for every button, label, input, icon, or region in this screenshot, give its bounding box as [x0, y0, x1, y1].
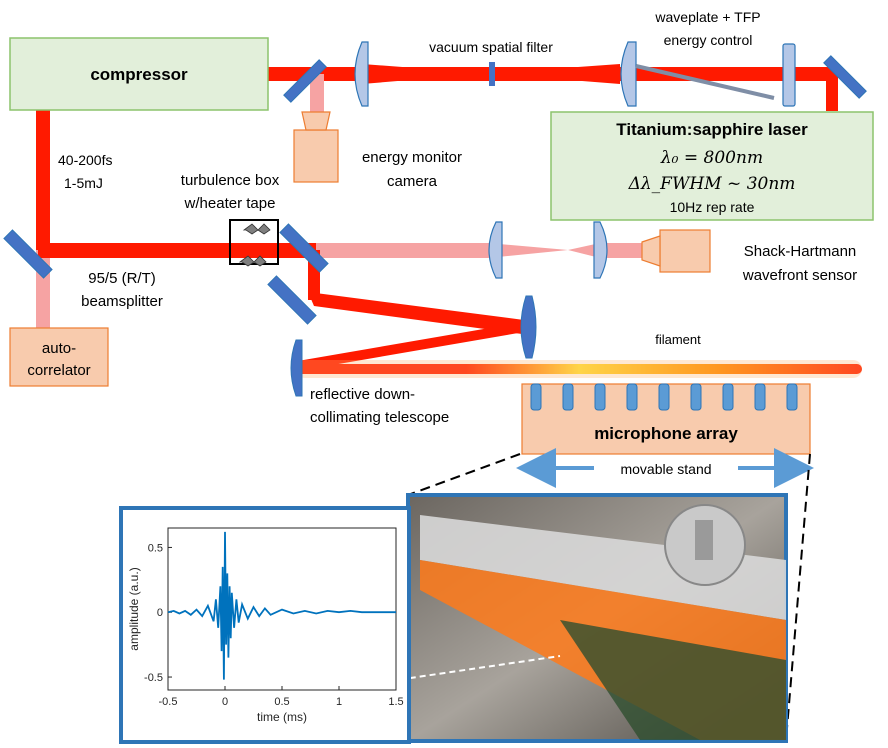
waveform-series-line — [167, 531, 396, 680]
compressor-label: compressor — [90, 65, 188, 84]
pulse-energy-label: 1-5mJ — [64, 175, 103, 191]
x-tick-label: 1.5 — [388, 696, 403, 708]
lenses — [354, 41, 796, 279]
laser-rep-rate: 10Hz rep rate — [670, 199, 755, 215]
filament-beam — [296, 364, 862, 374]
waveplate-tfp — [635, 64, 775, 100]
filament-label: filament — [655, 332, 701, 347]
microphone-array-photo — [406, 493, 788, 743]
autocorrelator-label-2: correlator — [27, 362, 90, 379]
waveplate-label-2: energy control — [664, 32, 753, 48]
beam-compressor-out — [36, 110, 50, 250]
pinhole-aperture — [489, 62, 495, 86]
laser-wavelength: λ₀ = 800nm — [660, 148, 763, 168]
y-axis-label: amplitude (a.u.) — [127, 567, 141, 650]
waveform-chart: -0.5 0 0.5 1 1.5 -0.5 0 0.5 time (ms) amplitude (… — [127, 527, 404, 724]
x-axis-label: time (ms) — [257, 710, 307, 724]
y-tick-label: 0 — [157, 607, 163, 619]
beam-energy-monitor — [310, 74, 324, 114]
mic-array-label: microphone array — [594, 424, 738, 443]
autocorrelator-label-1: auto- — [42, 340, 76, 357]
pulse-duration-label: 40-200fs — [58, 152, 112, 168]
laser-title: Titanium:sapphire laser — [616, 120, 808, 139]
shack-hartmann-label-2: wavefront sensor — [742, 267, 857, 284]
heater-tape — [238, 223, 271, 267]
beamsplitter-label-1: 95/5 (R/T) — [88, 270, 156, 287]
turbulence-box — [229, 219, 279, 265]
zoom-line-right — [785, 453, 811, 741]
x-tick-label: 0 — [222, 696, 228, 708]
telescope-label-2: collimating telescope — [310, 409, 449, 426]
x-tick-label: -0.5 — [159, 696, 178, 708]
y-tick-label: 0.5 — [148, 542, 163, 554]
telescope-label-1: reflective down- — [310, 386, 415, 403]
beam-weak-sh — [316, 243, 488, 258]
zoom-line-left — [407, 453, 521, 496]
energy-monitor-label-1: energy monitor — [362, 149, 462, 166]
laser-box — [550, 111, 874, 221]
laser-bandwidth: Δλ_FWHM ~ 30nm — [628, 174, 796, 194]
laser-beams — [36, 67, 862, 378]
movable-stand-label: movable stand — [620, 461, 711, 477]
mirrors — [3, 55, 867, 397]
energy-monitor-camera — [293, 129, 339, 183]
shack-hartmann-label-1: Shack-Hartmann — [744, 243, 857, 260]
photo-pointer — [389, 655, 561, 682]
turbulence-label-1: turbulence box — [181, 172, 280, 189]
x-tick-label: 1 — [336, 696, 342, 708]
beamsplitter-label-2: beamsplitter — [81, 293, 163, 310]
energy-monitor-label-2: camera — [387, 173, 438, 190]
shack-hartmann-sensor — [659, 229, 711, 273]
microphones — [530, 383, 798, 411]
autocorrelator-box — [9, 327, 109, 387]
compressor-box — [9, 37, 269, 111]
vacuum-filter-label: vacuum spatial filter — [429, 39, 553, 55]
beam-laser-out — [826, 67, 838, 111]
waveplate-label-1: waveplate + TFP — [654, 9, 760, 25]
x-tick-label: 0.5 — [274, 696, 289, 708]
y-tick-label: -0.5 — [144, 672, 163, 684]
turbulence-label-2: w/heater tape — [184, 195, 276, 212]
beam-main — [38, 243, 316, 258]
